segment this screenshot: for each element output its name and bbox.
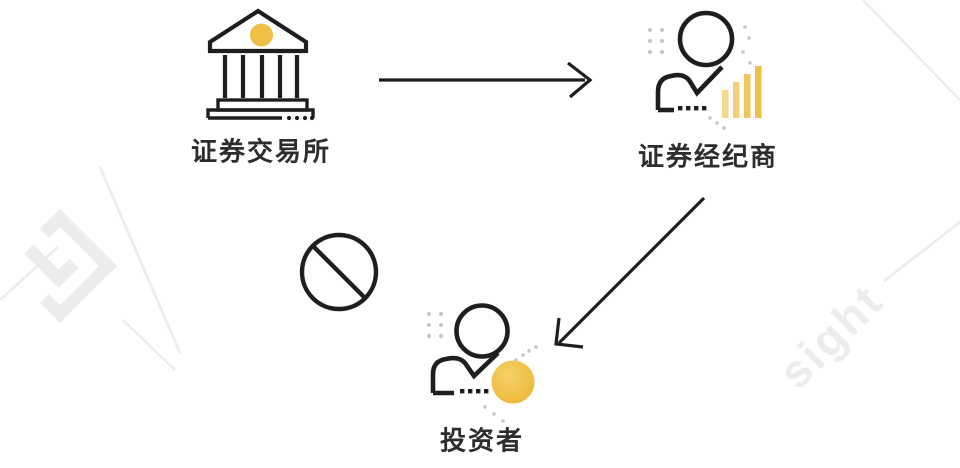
person-shoulders — [655, 65, 724, 110]
bank-roof-coin-icon — [250, 23, 273, 47]
bank-base — [206, 98, 315, 121]
person-with-growth-bars-icon — [648, 10, 762, 130]
watermark-line — [0, 246, 59, 301]
arrow-exchange-to-broker-icon — [379, 61, 593, 99]
person-with-coin-icon — [427, 303, 538, 423]
deco-dots-grid — [648, 28, 664, 54]
bank-columns — [222, 55, 300, 98]
watermark-line — [862, 0, 960, 101]
investor-label: 投资者 — [439, 425, 525, 456]
arrow-broker-to-investor-icon — [554, 196, 706, 349]
prohibition-icon — [299, 232, 379, 312]
coin-icon — [491, 360, 535, 404]
watermark-line — [122, 319, 176, 371]
person-base-dots — [678, 106, 707, 111]
deco-dots-bottom — [483, 405, 505, 423]
watermark-logo-icon — [24, 208, 118, 324]
person-base-dots — [460, 389, 489, 394]
person-head — [454, 303, 510, 359]
person-head — [677, 10, 735, 68]
deco-dots-grid — [427, 312, 443, 338]
bank-building-icon — [206, 8, 315, 121]
deco-dots-bottom — [708, 116, 726, 130]
person-shoulders — [430, 351, 500, 393]
growth-bars-icon — [722, 66, 762, 118]
deco-dots-right — [741, 25, 752, 65]
broker-label: 证券经纪商 — [637, 141, 779, 172]
bank-roof — [207, 8, 309, 54]
exchange-label: 证券交易所 — [190, 136, 332, 167]
watermark-line — [98, 166, 182, 354]
watermark-line — [883, 220, 960, 283]
